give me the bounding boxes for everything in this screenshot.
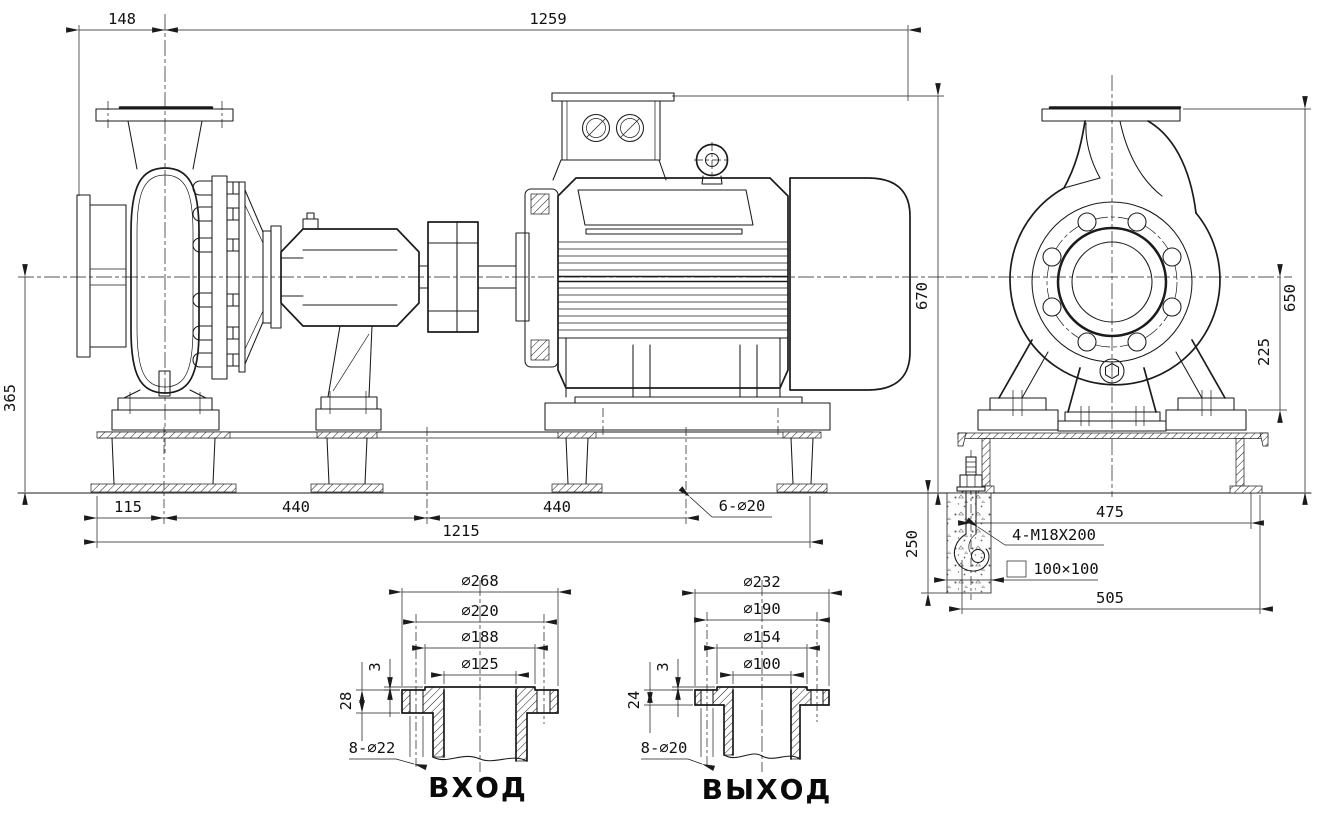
outlet-title: ВЫХОД <box>702 773 833 806</box>
flange-bolt-holes <box>1042 212 1182 352</box>
inlet-flange-section: ∅268 ∅220 ∅188 ∅125 3 28 8-∅22 ВХОД <box>337 572 571 804</box>
base-frame-end <box>957 432 1269 494</box>
outlet-dim-outer: ∅232 <box>743 573 780 591</box>
motor-fins <box>558 241 788 331</box>
dim-foundation-depth: 250 <box>903 530 921 558</box>
outlet-dim-bolt-circle: ∅190 <box>743 600 780 618</box>
label-pocket-section: 100×100 <box>1033 560 1098 578</box>
end-view-dimensions: 650 225 250 475 4-M18X200 100×100 505 <box>903 96 1311 614</box>
outlet-dim-raised-face: ∅154 <box>743 628 780 646</box>
pump-side-view <box>76 106 420 431</box>
inlet-title: ВХОД <box>428 771 528 804</box>
inlet-dim-bolt-circle: ∅220 <box>461 602 498 620</box>
side-view-dimensions: 148 1259 365 670 115 440 440 1215 6-∅20 <box>1 10 944 548</box>
dim-anchor-span: 475 <box>1096 503 1124 521</box>
dim-base-length: 1215 <box>442 522 479 540</box>
outlet-label-bolt-holes: 8-∅20 <box>641 739 688 757</box>
dim-axis-height: 365 <box>1 384 19 412</box>
inlet-dim-raised-face: ∅188 <box>461 628 498 646</box>
drain-plug-icon <box>1099 358 1125 384</box>
outlet-dim-bore: ∅100 <box>743 655 780 673</box>
foundation-anchor <box>946 450 992 600</box>
coupling <box>418 221 530 333</box>
lifting-eye-icon <box>694 142 730 185</box>
outlet-flange-section: ∅232 ∅190 ∅154 ∅100 3 24 8-∅20 ВЫХОД <box>625 573 842 806</box>
label-base-holes: 6-∅20 <box>719 497 766 515</box>
dim-base-width: 505 <box>1096 589 1124 607</box>
dim-hole-span-1: 440 <box>282 498 310 516</box>
inlet-label-bolt-holes: 8-∅22 <box>349 739 396 757</box>
inlet-dim-outer: ∅268 <box>461 572 498 590</box>
inlet-dim-bore: ∅125 <box>461 655 498 673</box>
cable-gland-icon <box>581 113 645 143</box>
dim-edge-to-hole: 115 <box>114 498 142 516</box>
dim-flange-offset: 148 <box>108 10 136 28</box>
outlet-dim-thickness: 24 <box>625 691 643 710</box>
dim-overall-height: 670 <box>913 282 931 310</box>
square-symbol-icon <box>1006 560 1027 578</box>
inlet-dim-face-height: 3 <box>366 662 384 671</box>
motor <box>524 92 911 438</box>
dim-axis-to-support: 225 <box>1255 338 1273 366</box>
dim-total-length: 1259 <box>529 10 566 28</box>
cover-studs <box>192 180 240 368</box>
label-anchor-bolts: 4-M18X200 <box>1012 526 1096 544</box>
terminal-box <box>551 92 675 181</box>
outlet-dim-face-height: 3 <box>654 662 672 671</box>
inlet-dim-thickness: 28 <box>337 692 355 711</box>
centerlines <box>18 14 1292 497</box>
dim-flange-height: 650 <box>1281 284 1299 312</box>
pump-end-view <box>946 106 1269 600</box>
base-frame-side <box>17 427 1312 524</box>
dim-hole-span-2: 440 <box>543 498 571 516</box>
